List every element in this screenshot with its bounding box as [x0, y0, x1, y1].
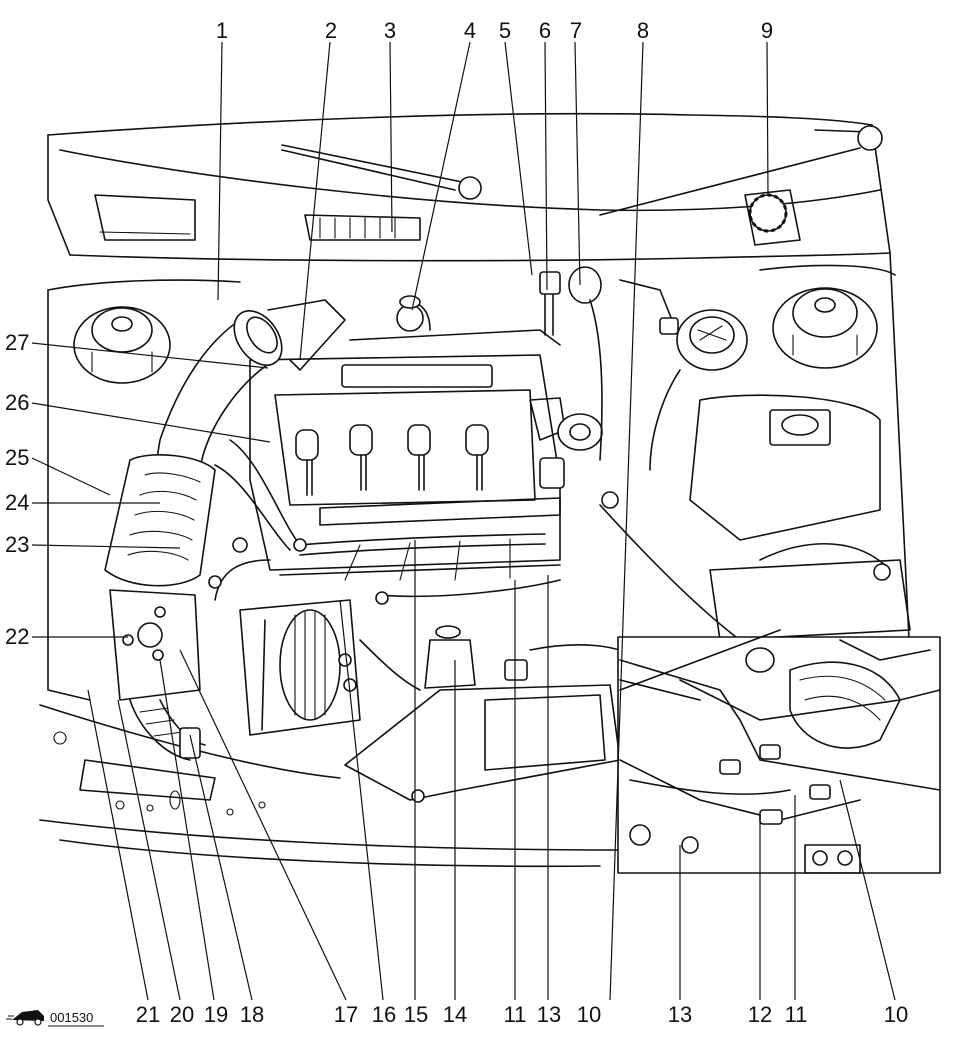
- callout-27: 27: [5, 330, 29, 355]
- callout-11: 11: [504, 1002, 527, 1027]
- callout-1: 1: [216, 18, 228, 43]
- engine: [249, 354, 619, 581]
- callout-9: 9: [761, 18, 773, 43]
- leader-lines: [31, 41, 896, 1001]
- hoses: [208, 266, 741, 641]
- callout-10-inset: 10: [884, 1002, 908, 1027]
- air-intake: [104, 299, 346, 761]
- callout-2: 2: [325, 18, 337, 43]
- callout-7: 7: [570, 18, 582, 43]
- callout-20: 20: [170, 1002, 194, 1027]
- battery: [709, 542, 911, 641]
- reservoir: [649, 309, 881, 541]
- spark-plug-leads: [295, 424, 489, 496]
- callout-12-inset: 12: [748, 1002, 772, 1027]
- callout-3: 3: [384, 18, 396, 43]
- figure-stamp: 001530: [6, 1010, 104, 1027]
- brake-booster-component: [744, 189, 801, 246]
- callout-21: 21: [136, 1002, 160, 1027]
- callout-15: 15: [404, 1002, 428, 1027]
- callout-8: 8: [637, 18, 649, 43]
- callout-4: 4: [464, 18, 476, 43]
- callout-18: 18: [240, 1002, 264, 1027]
- right-strut-tower: [772, 287, 878, 369]
- callout-numbers-bottom: 21 20 19 18 17 16 15 14 11 13 10 13 12 1…: [136, 1002, 908, 1027]
- lower-duct: [344, 625, 641, 803]
- callout-numbers-left: 27 26 25 24 23 22: [5, 330, 29, 649]
- callout-19: 19: [204, 1002, 228, 1027]
- callout-13: 13: [537, 1002, 561, 1027]
- callout-10: 10: [577, 1002, 601, 1027]
- callout-6: 6: [539, 18, 551, 43]
- callout-17: 17: [334, 1002, 358, 1027]
- alternator: [239, 599, 361, 736]
- body-outline: [39, 112, 913, 868]
- callout-24: 24: [5, 490, 29, 515]
- callout-5: 5: [499, 18, 511, 43]
- callout-26: 26: [5, 390, 29, 415]
- callout-14: 14: [443, 1002, 467, 1027]
- car-logo-icon: [6, 1010, 44, 1026]
- detail-inset: [617, 629, 941, 874]
- callout-23: 23: [5, 532, 29, 557]
- callout-16: 16: [372, 1002, 396, 1027]
- callout-13-inset: 13: [668, 1002, 692, 1027]
- callout-25: 25: [5, 445, 29, 470]
- callout-22: 22: [5, 624, 29, 649]
- left-strut-tower: [73, 306, 171, 384]
- callout-11-inset: 11: [785, 1002, 808, 1027]
- callout-numbers-top: 1 2 3 4 5 6 7 8 9: [216, 18, 773, 43]
- figure-number: 001530: [50, 1010, 93, 1025]
